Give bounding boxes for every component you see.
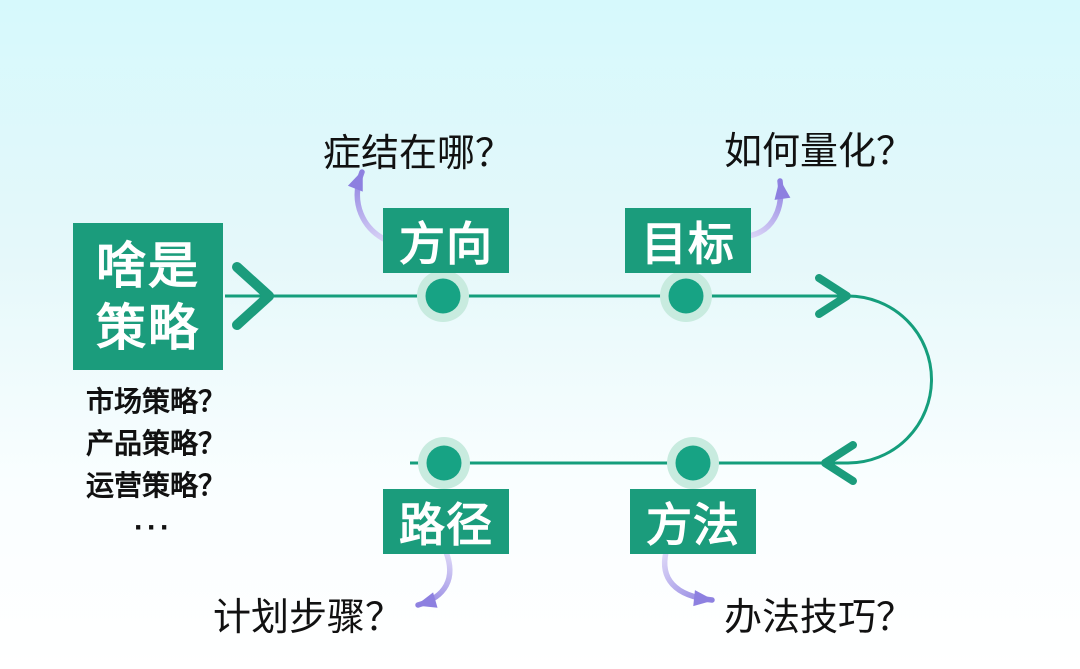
strategy-example-ellipsis: ··· xyxy=(134,511,173,544)
node-dot-path xyxy=(426,445,462,481)
node-method-box: 方法 xyxy=(630,489,756,554)
flow-left-arrow-icon xyxy=(821,441,857,485)
node-goal-box: 目标 xyxy=(625,208,751,273)
node-dot-goal xyxy=(668,278,704,314)
question-method: 办法技巧？ xyxy=(724,597,915,639)
node-path-box: 路径 xyxy=(383,489,509,554)
flow-curve-right xyxy=(847,294,933,465)
main-topic-line2: 策略 xyxy=(96,299,200,356)
main-topic-line1: 啥是 xyxy=(96,237,200,294)
strategy-example-item: 运营策略？ xyxy=(86,470,227,501)
strategy-example-item: 产品策略？ xyxy=(86,428,227,459)
purple-arrow-path-icon xyxy=(415,549,453,608)
strategy-examples-list: 市场策略？ 产品策略？ 运营策略？ ··· xyxy=(86,381,236,549)
main-topic-box: 啥是 策略 xyxy=(73,223,223,370)
purple-arrow-direction-icon xyxy=(347,169,393,245)
flow-right-arrow-icon xyxy=(815,274,851,318)
purple-arrow-method-icon xyxy=(662,549,715,607)
node-direction-box: 方向 xyxy=(383,208,509,273)
node-method-label: 方法 xyxy=(646,498,740,551)
question-path: 计划步骤？ xyxy=(213,597,404,639)
node-path-label: 路径 xyxy=(399,498,493,551)
node-dot-method xyxy=(675,445,711,481)
node-goal-label: 目标 xyxy=(641,217,735,270)
question-goal: 如何量化？ xyxy=(724,131,915,173)
node-dot-direction xyxy=(425,278,461,314)
node-direction-label: 方向 xyxy=(399,217,493,270)
purple-arrow-goal-icon xyxy=(745,178,791,239)
question-direction: 症结在哪？ xyxy=(323,133,514,175)
strategy-example-item: 市场策略？ xyxy=(86,386,227,417)
flow-start-arrow-icon xyxy=(232,262,274,330)
